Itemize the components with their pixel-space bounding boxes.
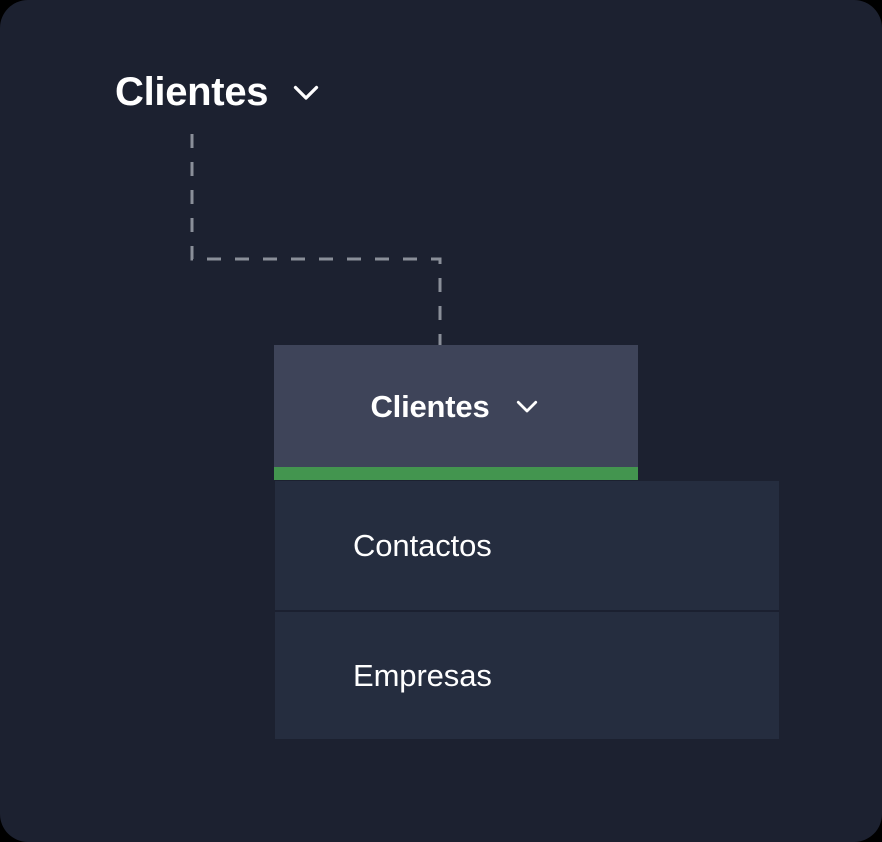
dropdown-tab-clientes[interactable]: Clientes (274, 345, 638, 467)
nav-root-clientes[interactable]: Clientes (115, 72, 324, 112)
menu-item-label: Empresas (353, 658, 492, 693)
menu-item-empresas[interactable]: Empresas (275, 610, 779, 739)
chevron-down-icon[interactable] (288, 74, 324, 110)
active-tab-indicator (274, 467, 638, 480)
menu-item-contactos[interactable]: Contactos (275, 481, 779, 610)
nav-root-label: Clientes (115, 70, 269, 114)
dropdown-tab-label: Clientes (370, 388, 490, 424)
dropdown-menu-panel: Contactos Empresas (275, 481, 779, 739)
menu-item-label: Contactos (353, 528, 492, 563)
dropdown-clientes: Clientes Contactos Empresas (274, 345, 779, 739)
chevron-down-icon[interactable] (512, 391, 542, 421)
